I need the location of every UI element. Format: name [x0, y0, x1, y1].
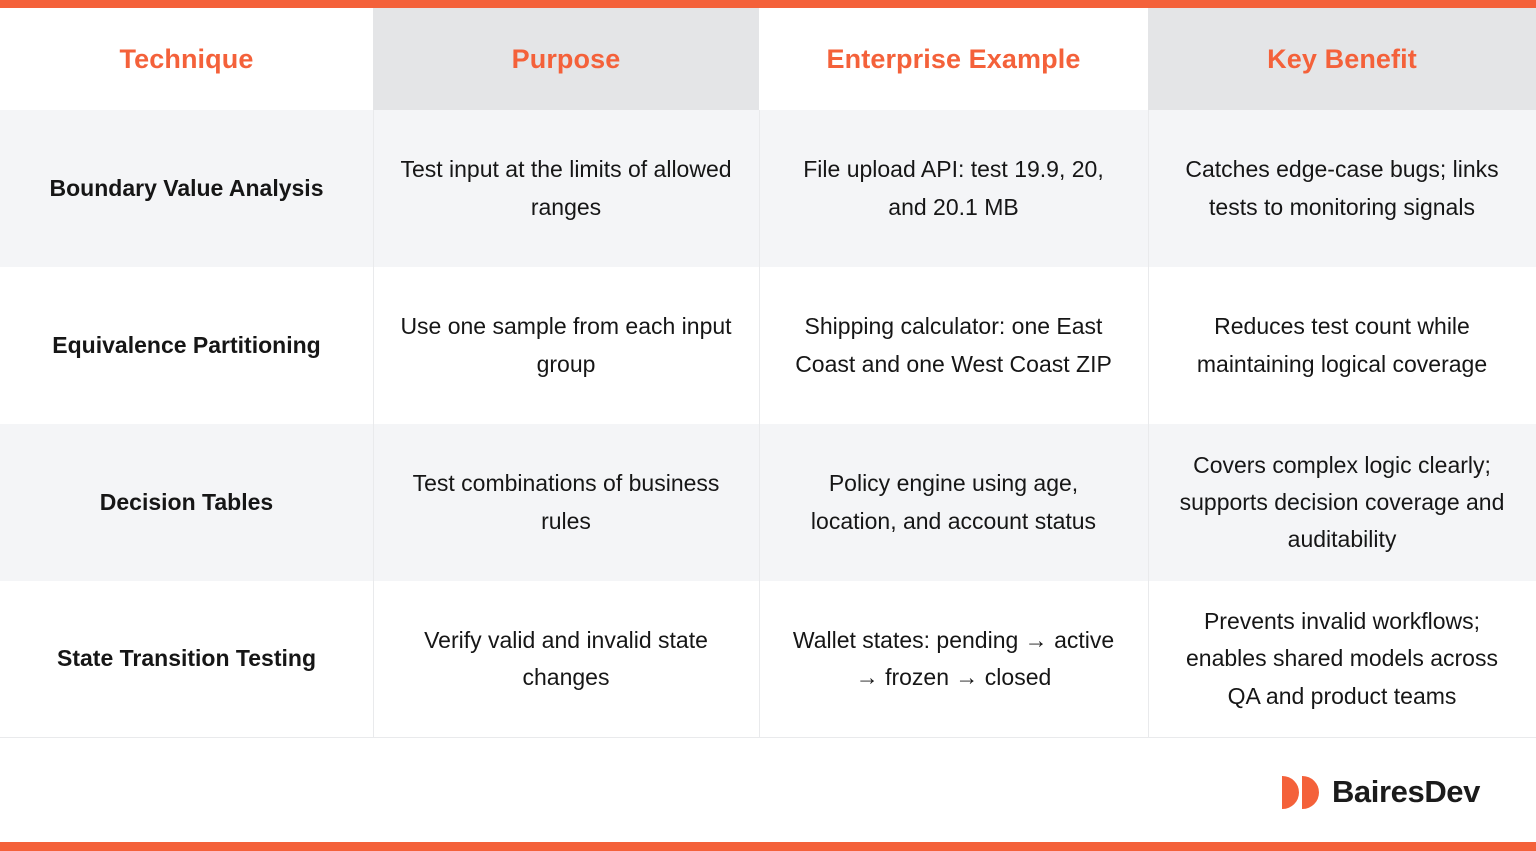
cell-purpose: Verify valid and invalid state changes	[373, 581, 759, 737]
cell-text: Test input at the limits of allowed rang…	[400, 156, 732, 220]
column-header-key-benefit: Key Benefit	[1148, 8, 1536, 110]
cell-text: Policy engine using age, location, and a…	[810, 470, 1097, 534]
cell-text: Equivalence Partitioning	[52, 331, 321, 358]
cell-text: Wallet states: pending → active → frozen…	[792, 626, 1115, 690]
cell-enterprise-example: File upload API: test 19.9, 20, and 20.1…	[759, 110, 1148, 267]
cell-technique: Decision Tables	[0, 424, 373, 581]
cell-text: Use one sample from each input group	[400, 313, 732, 377]
table-row: Equivalence Partitioning Use one sample …	[0, 267, 1536, 424]
cell-purpose: Use one sample from each input group	[373, 267, 759, 424]
cell-text: State Transition Testing	[57, 645, 316, 672]
column-header-purpose: Purpose	[373, 8, 759, 110]
bottom-accent-bar	[0, 842, 1536, 851]
footer: BairesDev	[0, 742, 1536, 842]
table-row: State Transition Testing Verify valid an…	[0, 581, 1536, 738]
petal-left-icon	[1281, 775, 1299, 809]
cell-key-benefit: Prevents invalid workflows; enables shar…	[1148, 581, 1536, 737]
cell-text: Prevents invalid workflows; enables shar…	[1186, 608, 1498, 709]
column-header-label: Technique	[119, 43, 254, 74]
cell-enterprise-example: Wallet states: pending → active → frozen…	[759, 581, 1148, 737]
cell-technique: Boundary Value Analysis	[0, 110, 373, 267]
column-header-label: Enterprise Example	[826, 43, 1081, 74]
column-header-technique: Technique	[0, 8, 373, 110]
top-accent-bar	[0, 0, 1536, 8]
bairesdev-logo: BairesDev	[1281, 774, 1480, 810]
cell-text: Boundary Value Analysis	[49, 174, 324, 201]
cell-text: Reduces test count while maintaining log…	[1196, 313, 1488, 377]
cell-technique: Equivalence Partitioning	[0, 267, 373, 424]
cell-text: Catches edge-case bugs; links tests to m…	[1185, 156, 1499, 220]
cell-text: Decision Tables	[99, 488, 274, 515]
table-header-row: Technique Purpose Enterprise Example Key…	[0, 8, 1536, 110]
column-header-enterprise-example: Enterprise Example	[759, 8, 1148, 110]
table-row: Boundary Value Analysis Test input at th…	[0, 110, 1536, 267]
cell-text: Covers complex logic clearly; supports d…	[1179, 451, 1505, 553]
cell-text: Test combinations of business rules	[412, 470, 720, 534]
column-header-label: Key Benefit	[1267, 43, 1417, 74]
cell-text: Shipping calculator: one East Coast and …	[795, 313, 1112, 377]
cell-key-benefit: Reduces test count while maintaining log…	[1148, 267, 1536, 424]
cell-purpose: Test combinations of business rules	[373, 424, 759, 581]
bairesdev-wordmark: BairesDev	[1331, 774, 1480, 809]
cell-enterprise-example: Policy engine using age, location, and a…	[759, 424, 1148, 581]
column-header-label: Purpose	[511, 43, 621, 74]
cell-text: Verify valid and invalid state changes	[424, 626, 708, 690]
bairesdev-petals-icon	[1281, 775, 1319, 809]
cell-key-benefit: Catches edge-case bugs; links tests to m…	[1148, 110, 1536, 267]
table-row: Decision Tables Test combinations of bus…	[0, 424, 1536, 581]
cell-key-benefit: Covers complex logic clearly; supports d…	[1148, 424, 1536, 581]
petal-right-icon	[1301, 775, 1319, 809]
comparison-table: Technique Purpose Enterprise Example Key…	[0, 8, 1536, 738]
cell-text: File upload API: test 19.9, 20, and 20.1…	[803, 156, 1104, 220]
cell-technique: State Transition Testing	[0, 581, 373, 737]
cell-enterprise-example: Shipping calculator: one East Coast and …	[759, 267, 1148, 424]
cell-purpose: Test input at the limits of allowed rang…	[373, 110, 759, 267]
